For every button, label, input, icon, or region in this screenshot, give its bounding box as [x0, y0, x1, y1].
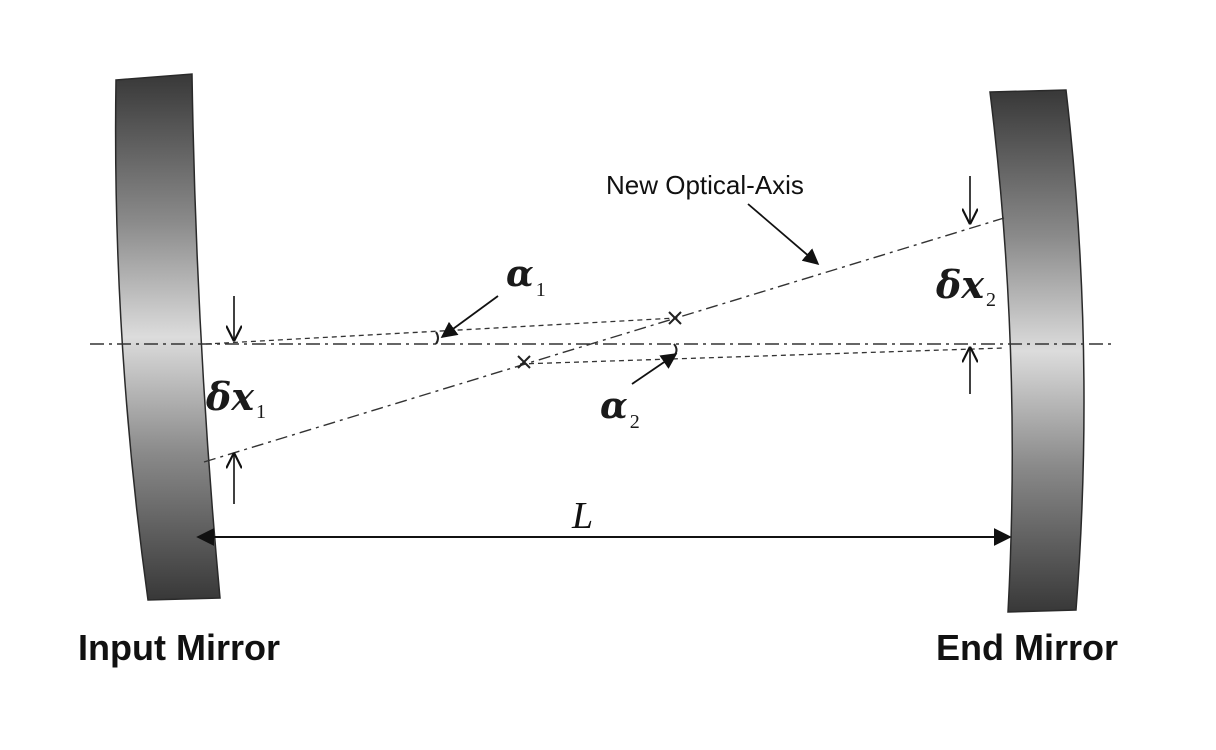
alpha1-angle-arc — [435, 331, 439, 345]
intersection-marker-2 — [517, 355, 531, 369]
input-mirror — [114, 73, 221, 601]
end-mirror — [989, 89, 1085, 613]
input-mirror-label: Input Mirror — [78, 627, 280, 668]
alpha1-pointer-arrow — [440, 295, 499, 338]
alpha2-pointer-arrow — [631, 353, 678, 385]
new-optical-axis-pointer-arrow — [747, 203, 820, 266]
alpha2-reference-line — [519, 347, 1005, 365]
cavity-length-label: L — [571, 495, 593, 537]
end-mirror-label: End Mirror — [936, 627, 1118, 668]
intersection-marker-1 — [668, 311, 682, 325]
new-optical-axis-line — [203, 217, 1005, 463]
new-optical-axis-label: New Optical-Axis — [606, 170, 804, 200]
